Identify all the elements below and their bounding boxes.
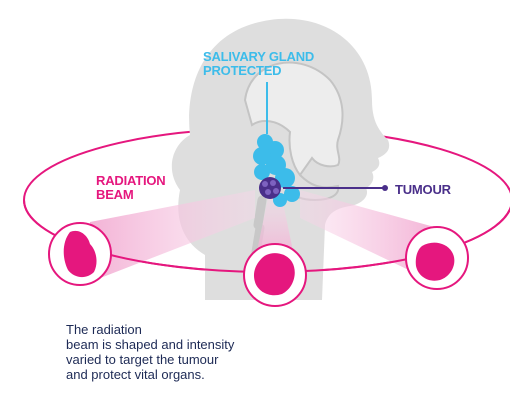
caption-line-1: The radiation <box>66 322 366 337</box>
radiation-label-line-2: BEAM <box>96 188 165 202</box>
salivary-label-line-1: SALIVARY GLAND <box>203 50 314 64</box>
caption-line-3: varied to target the tumour <box>66 352 366 367</box>
tumour-icon <box>259 177 281 199</box>
caption-line-4: and protect vital organs. <box>66 367 366 382</box>
beam-shape-right <box>406 227 468 289</box>
tumour-pointer-dot <box>382 185 388 191</box>
caption: The radiation beam is shaped and intensi… <box>66 322 366 382</box>
beam-shape-bottom <box>244 244 306 306</box>
radiation-label-line-1: RADIATION <box>96 174 165 188</box>
radiation-beam-label: RADIATION BEAM <box>96 174 165 202</box>
caption-line-2: beam is shaped and intensity <box>66 337 366 352</box>
beam-shape-left <box>49 223 111 285</box>
salivary-label-line-2: PROTECTED <box>203 64 314 78</box>
tumour-label: TUMOUR <box>395 183 451 197</box>
tumour-label-text: TUMOUR <box>395 183 451 197</box>
salivary-gland-label: SALIVARY GLAND PROTECTED <box>203 50 314 78</box>
